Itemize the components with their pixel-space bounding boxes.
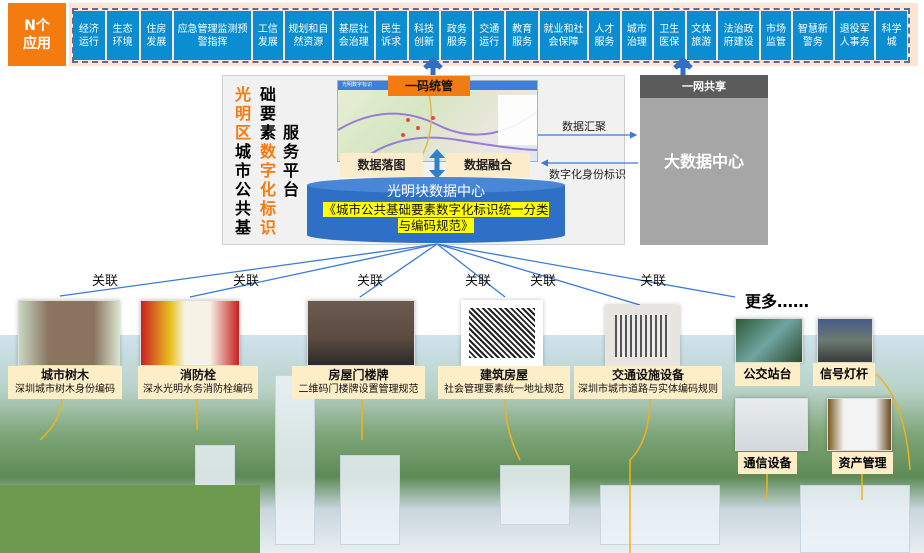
- app-tile[interactable]: 规划和自然资源: [284, 11, 332, 60]
- traffic-plate-photo[interactable]: [605, 305, 680, 367]
- data-fusion-button[interactable]: 数据融合: [446, 153, 530, 177]
- app-tile[interactable]: 科技创新: [408, 11, 440, 60]
- platform-title-col1: 光明区城市公共基: [233, 85, 253, 237]
- card-title: 交通设施设备: [611, 368, 684, 382]
- app-tile[interactable]: 经济运行: [73, 11, 105, 60]
- n-apps-label: N个 应用: [8, 3, 66, 66]
- relation-label: 关联: [92, 274, 119, 289]
- app-tile[interactable]: 交通运行: [474, 11, 505, 60]
- building-qr-photo[interactable]: [461, 300, 543, 366]
- app-tile[interactable]: 科学城: [876, 11, 908, 60]
- item-telecom[interactable]: 通信设备: [738, 452, 797, 474]
- spec-title: 《城市公共基础要素数字化标识统一分类与编码规范》: [323, 202, 549, 233]
- relation-label: 关联: [530, 274, 557, 289]
- tree-tag-photo[interactable]: [18, 300, 120, 366]
- app-tile[interactable]: 智慧新警务: [792, 11, 834, 60]
- app-tile[interactable]: 城市治理: [621, 11, 652, 60]
- signal-pole-photo[interactable]: [817, 318, 873, 363]
- arrow-in-label: 数字化身份标识: [549, 168, 626, 181]
- title-orange-2: 数字化标识: [259, 142, 276, 237]
- card-title: 城市树木: [40, 368, 89, 382]
- card-subtitle: 深水光明水务消防栓编码: [143, 384, 253, 395]
- app-tile[interactable]: 民生诉求: [375, 11, 407, 60]
- bus-stop-photo[interactable]: [735, 318, 803, 363]
- more-label: 更多……: [745, 292, 810, 311]
- app-tile[interactable]: 文体旅游: [686, 11, 716, 60]
- card-subtitle: 二维码门楼牌设置管理规范: [298, 384, 419, 395]
- spec-wrap: 《城市公共基础要素数字化标识统一分类与编码规范》: [318, 202, 554, 234]
- hydrant-photo[interactable]: [140, 300, 240, 366]
- big-data-center-box: [640, 75, 768, 245]
- telecom-device-photo[interactable]: [735, 398, 808, 451]
- relation-label: 关联: [233, 274, 260, 289]
- big-data-header: 一网共享: [640, 75, 768, 98]
- big-data-title: 大数据中心: [663, 152, 744, 171]
- app-tile[interactable]: 教育服务: [506, 11, 538, 60]
- app-tiles: 经济运行生态环境住房发展应急管理监测预警指挥工信发展规划和自然资源基层社会治理民…: [73, 11, 908, 60]
- item-signal-pole[interactable]: 信号灯杆: [813, 363, 875, 386]
- relation-label: 关联: [640, 274, 667, 289]
- app-tile[interactable]: 就业和社会保障: [540, 11, 587, 60]
- card-subtitle: 社会管理要素统一地址规范: [444, 384, 564, 395]
- title-black-2: 础要素: [259, 85, 276, 142]
- doorplate-photo[interactable]: [307, 300, 415, 366]
- card-hydrant[interactable]: 消防栓深水光明水务消防栓编码: [138, 366, 258, 399]
- card-tree[interactable]: 城市树木深圳城市树木身份编码: [8, 366, 122, 399]
- app-tile[interactable]: 住房发展: [140, 11, 173, 60]
- title-orange-1: 光明区: [234, 85, 251, 142]
- platform-title-col2: 础要素数字化标识: [258, 85, 278, 237]
- arrow-out-label: 数据汇聚: [562, 120, 606, 133]
- card-subtitle: 深圳城市树木身份编码: [15, 384, 115, 395]
- unified-management-label: 一码统管: [388, 76, 470, 96]
- app-tile[interactable]: 基层社会治理: [333, 11, 374, 60]
- app-tile[interactable]: 工信发展: [252, 11, 283, 60]
- app-tile[interactable]: 政务服务: [441, 11, 473, 60]
- card-subtitle: 深圳市城市道路与实体编码规则: [578, 384, 718, 395]
- platform-title-col3: 服务平台: [282, 123, 299, 199]
- card-building[interactable]: 建筑房屋社会管理要素统一地址规范: [438, 366, 570, 399]
- data-center-title: 光明块数据中心: [387, 184, 485, 200]
- data-map-button[interactable]: 数据落图: [340, 153, 423, 177]
- card-title: 建筑房屋: [479, 368, 528, 382]
- relation-label: 关联: [465, 274, 492, 289]
- item-bus-stop[interactable]: 公交站台: [735, 363, 800, 386]
- card-title: 房屋门楼牌: [328, 368, 389, 382]
- relation-label: 关联: [357, 274, 384, 289]
- card-traffic[interactable]: 交通设施设备深圳市城市道路与实体编码规则: [574, 366, 722, 399]
- app-tile[interactable]: 应急管理监测预警指挥: [174, 11, 251, 60]
- card-title: 消防栓: [179, 368, 216, 382]
- item-asset[interactable]: 资产管理: [832, 452, 893, 474]
- card-doorplate[interactable]: 房屋门楼牌二维码门楼牌设置管理规范: [292, 366, 425, 399]
- asset-tag-photo[interactable]: [827, 398, 892, 451]
- app-tile[interactable]: 卫生医保: [653, 11, 685, 60]
- app-tile[interactable]: 法治政府建设: [717, 11, 760, 60]
- app-tile[interactable]: 人才服务: [589, 11, 620, 60]
- app-tile[interactable]: 退役军人事务: [835, 11, 875, 60]
- app-tile[interactable]: 市场监管: [761, 11, 791, 60]
- title-black-1: 城市公共基: [234, 142, 251, 237]
- app-tile[interactable]: 生态环境: [106, 11, 139, 60]
